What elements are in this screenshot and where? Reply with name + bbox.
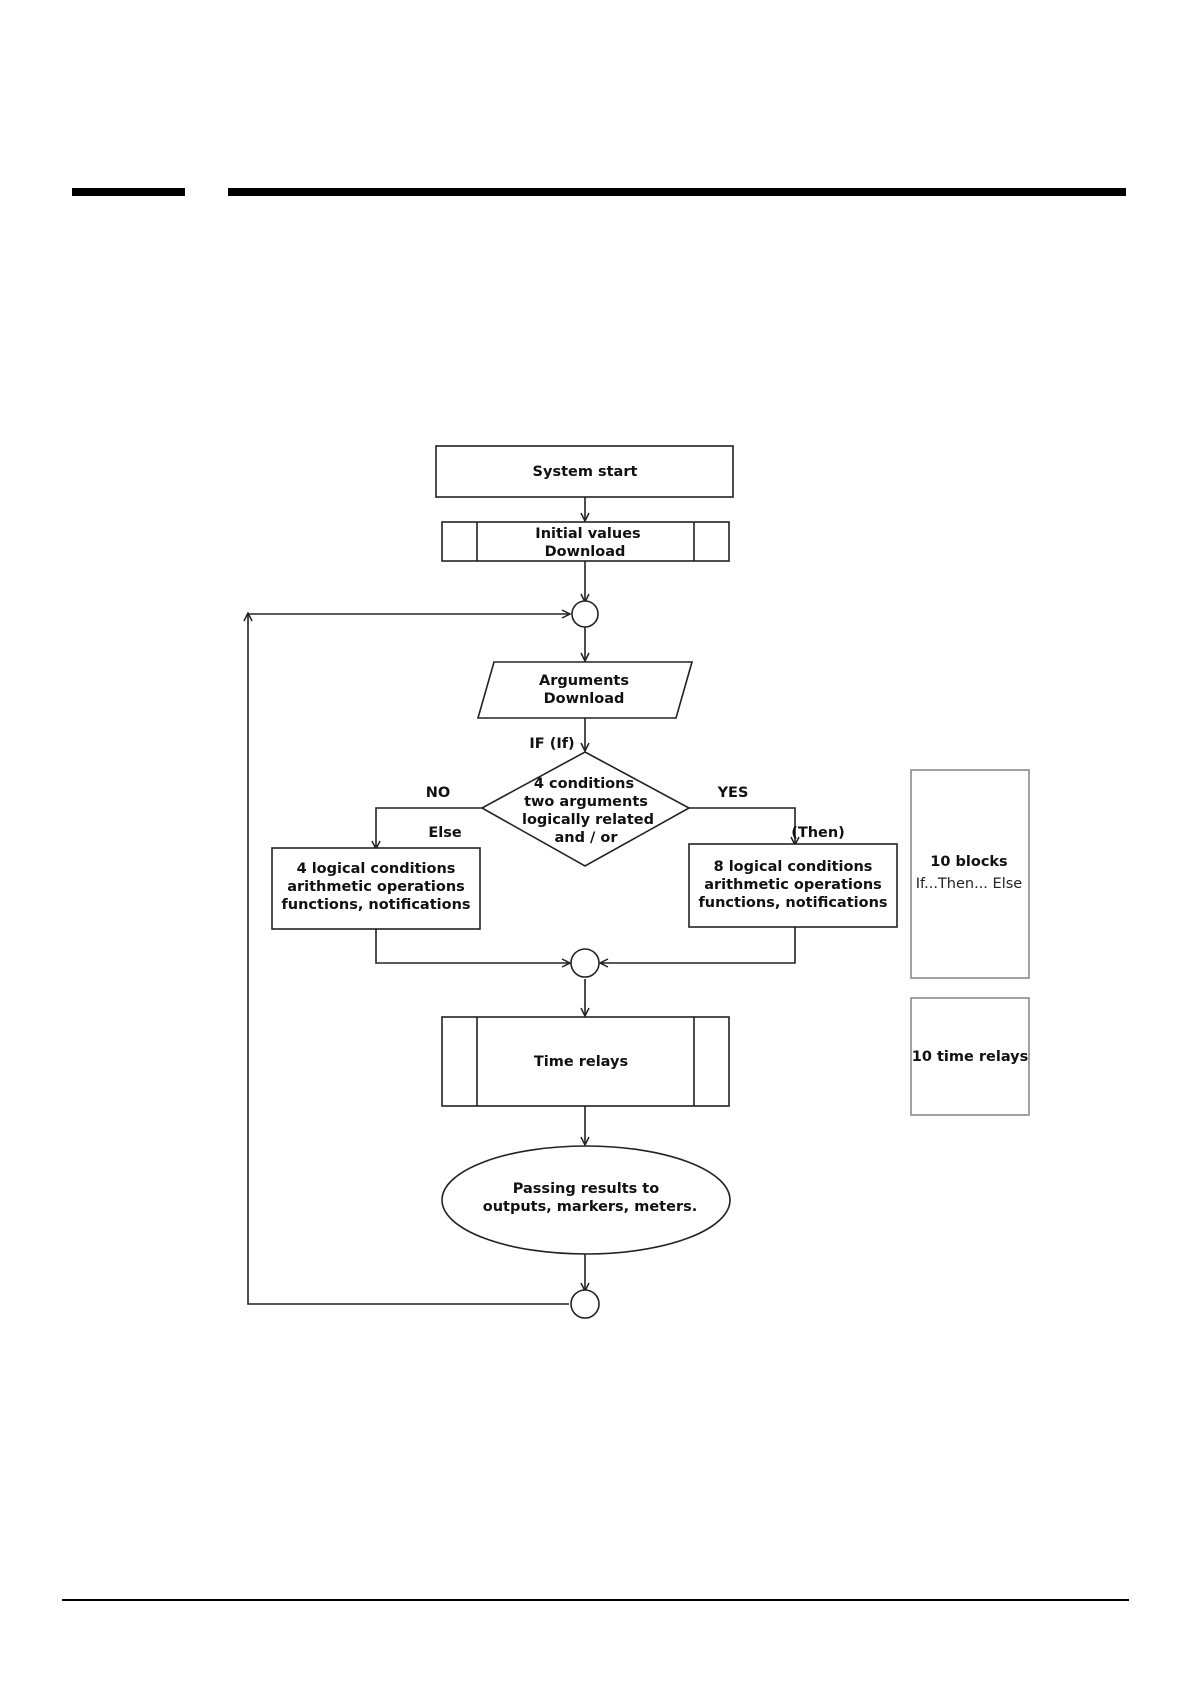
loop-junction-top bbox=[571, 600, 599, 628]
start-label: System start bbox=[533, 464, 638, 480]
initial-values-line-2: Download bbox=[545, 544, 626, 560]
then-block-line-3: functions, notifications bbox=[698, 895, 887, 911]
loop-junction-bottom bbox=[570, 1289, 600, 1319]
arguments-box bbox=[476, 661, 694, 719]
start-box bbox=[435, 445, 734, 498]
flow-connectors bbox=[248, 497, 796, 1305]
else-block bbox=[271, 847, 481, 930]
then-block-line-2: arithmetic operations bbox=[704, 877, 882, 893]
initial-values-box bbox=[441, 521, 730, 562]
arrow-yes-branch bbox=[689, 807, 795, 844]
else-block-line-1: 4 logical conditions bbox=[297, 861, 456, 877]
if-label: IF (If) bbox=[529, 736, 574, 752]
decision-line-2: two arguments bbox=[524, 794, 648, 810]
initial-values-line-1: Initial values bbox=[535, 526, 640, 542]
no-label: NO bbox=[426, 785, 450, 801]
arguments-line-2: Download bbox=[544, 691, 625, 707]
footer-rule bbox=[62, 1599, 1129, 1601]
blocks-note-title: 10 blocks bbox=[930, 854, 1007, 870]
blocks-note-subtitle: If...Then... Else bbox=[916, 876, 1022, 892]
relays-note-label: 10 time relays bbox=[912, 1049, 1029, 1065]
arrow-else-to-merge bbox=[375, 929, 569, 963]
decision-diamond bbox=[480, 751, 691, 867]
else-label: Else bbox=[428, 825, 462, 841]
output-line-1: Passing results to bbox=[513, 1181, 659, 1197]
yes-label: YES bbox=[717, 785, 749, 801]
output-ellipse bbox=[441, 1145, 731, 1255]
then-label: (Then) bbox=[791, 825, 845, 841]
then-block-line-1: 8 logical conditions bbox=[714, 859, 873, 875]
output-line-2: outputs, markers, meters. bbox=[483, 1199, 698, 1215]
loop-back-line bbox=[248, 614, 569, 1305]
decision-line-1: 4 conditions bbox=[534, 776, 634, 792]
arrow-then-to-merge bbox=[601, 927, 796, 963]
arrow-no-branch bbox=[376, 807, 482, 848]
header-rule-long bbox=[228, 188, 1126, 196]
relays-note-box bbox=[910, 997, 1030, 1116]
blocks-note-box bbox=[910, 769, 1030, 979]
merge-junction bbox=[570, 948, 600, 978]
time-relays-label: Time relays bbox=[534, 1054, 628, 1070]
time-relays-box bbox=[441, 1016, 730, 1107]
header-rule-short bbox=[72, 188, 185, 196]
else-block-line-2: arithmetic operations bbox=[287, 879, 465, 895]
decision-line-3: logically related bbox=[522, 812, 654, 828]
else-block-line-3: functions, notifications bbox=[281, 897, 470, 913]
then-block bbox=[688, 843, 898, 928]
arguments-line-1: Arguments bbox=[539, 673, 629, 689]
decision-line-4: and / or bbox=[555, 830, 619, 846]
